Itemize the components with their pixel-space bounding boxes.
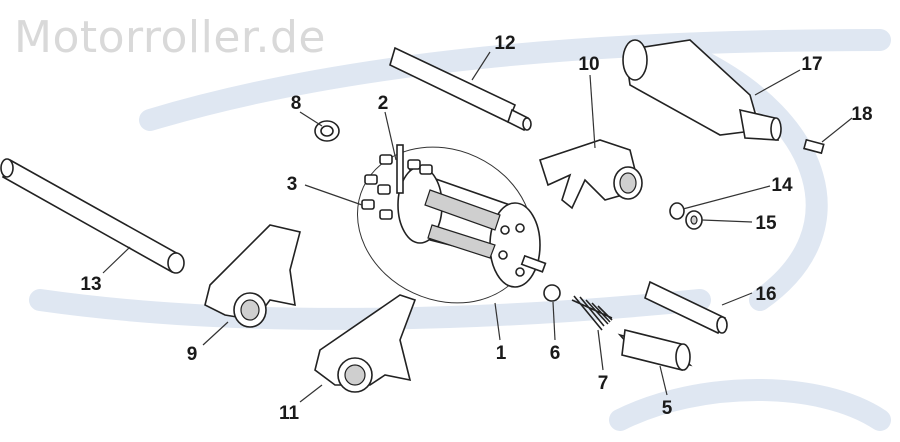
- callout-6: 6: [550, 343, 561, 364]
- callout-8: 8: [291, 93, 302, 114]
- part-10-shift-fork: [538, 139, 643, 210]
- callout-5: 5: [662, 398, 673, 419]
- part-9-shift-fork: [204, 224, 301, 328]
- part-18-key: [803, 138, 825, 155]
- watermark-logo: Motorroller.de: [14, 12, 326, 63]
- callout-16: 16: [755, 284, 776, 305]
- callout-12: 12: [494, 33, 515, 54]
- callout-7: 7: [598, 373, 609, 394]
- callout-15: 15: [755, 213, 777, 234]
- part-6-ball: [543, 284, 561, 302]
- part-3-pins: [361, 154, 433, 220]
- part-17-selector: [622, 39, 782, 141]
- part-15-nut: [685, 210, 703, 230]
- callout-10: 10: [578, 54, 599, 75]
- callout-11: 11: [279, 403, 300, 424]
- callout-14: 14: [771, 175, 793, 196]
- part-1-shift-drum: [356, 146, 547, 304]
- part-11-shift-fork: [314, 294, 417, 393]
- callout-1: 1: [496, 343, 507, 364]
- part-5-plunger: [617, 329, 693, 371]
- callout-2: 2: [378, 93, 389, 114]
- part-13-shaft: [0, 158, 185, 274]
- callout-9: 9: [187, 344, 198, 365]
- part-14-circlip: [669, 202, 685, 220]
- part-7-spring: [571, 295, 613, 331]
- callout-17: 17: [801, 54, 822, 75]
- leader-lines: [102, 51, 853, 403]
- part-12-shaft: [389, 46, 532, 132]
- callout-13: 13: [80, 274, 101, 295]
- part-2-pin: [396, 144, 404, 194]
- callout-3: 3: [287, 174, 298, 195]
- callout-18: 18: [851, 104, 872, 125]
- part-16-pin: [644, 280, 728, 335]
